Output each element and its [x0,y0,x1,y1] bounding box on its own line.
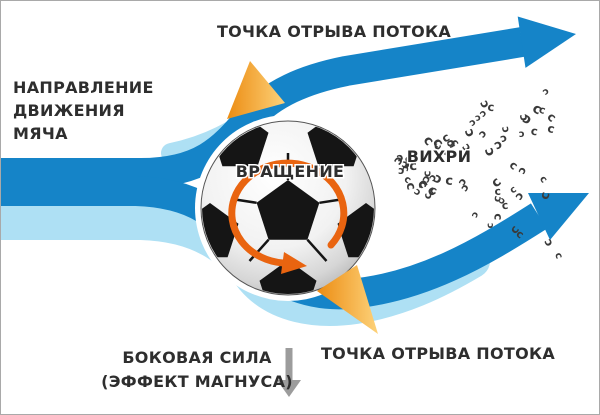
vortex-curl-icon: c [412,186,423,198]
vortex-curl-icon: c [399,165,411,173]
label-ball-direction-line3: МЯЧА [13,124,68,143]
label-flow-separation-top: ТОЧКА ОТРЫВА ПОТОКА [217,22,451,41]
flow-lower-arrowhead [528,193,589,240]
ball-pentagon-center [256,180,320,240]
vortex-curl-icon: c [552,251,564,260]
vortex-curl-icon: c [398,165,405,177]
ball-pentagon [202,203,239,258]
vortex-curl-icon: c [537,104,547,117]
vortex-curl-icon: c [431,141,445,152]
ball-pattern [202,122,374,294]
vortex-curl-icon: c [415,180,430,190]
vortex-curl-icon: c [487,100,495,115]
rotation-arrowhead [281,252,307,274]
vortex-curl-icon: c [422,193,434,200]
vortex-curl-icon: c [428,184,440,197]
vortex-curl-icon: c [442,157,453,163]
vortex-curl-icon: c [498,125,512,133]
vortex-curl-icon: c [537,174,549,186]
vortex-curl-icon: c [476,128,490,142]
vortex-curl-icon: c [421,171,433,177]
vortex-curl-icon: c [518,128,525,139]
label-magnus-force-line1: БОКОВАЯ СИЛА [122,348,272,367]
separation-wedge-bottom [317,265,378,334]
vortex-curl-icon: c [494,185,501,198]
vortex-curl-icon: c [477,108,489,120]
label-flow-separation-bottom: ТОЧКА ОТРЫВА ПОТОКА [321,344,555,363]
vortex-curl-icon: c [444,140,456,147]
vortex-curl-icon: c [461,126,478,139]
rotation-arc [228,159,348,267]
vortex-curl-icon: c [491,213,505,220]
vortex-curl-icon: c [403,152,415,164]
vortex-curl-icon: c [540,237,556,250]
ball-pentagon [259,260,317,294]
label-ball-direction-line1: НАПРАВЛЕНИЕ [13,78,154,97]
magnus-force-arrowhead [277,380,301,397]
vortex-curl-icon: c [445,173,454,189]
vortex-curl-icon: c [497,195,508,207]
vortex-curl-icon: c [409,159,418,174]
vortex-curl-icon: c [499,132,509,146]
vortex-curl-icon: c [485,223,496,229]
soccer-ball [195,115,381,301]
vortex-curl-icon: c [530,124,540,139]
vortex-curl-icon: c [491,195,504,204]
label-ball-direction-line2: ДВИЖЕНИЯ [13,101,125,120]
vortex-curl-icon: c [404,181,420,191]
vortex-curl-icon: c [448,137,461,149]
vortex-curl-icon: c [546,121,556,136]
vortex-curl-icon: c [402,153,414,165]
flow-upper-arrowhead [517,16,576,68]
magnus-force-arrow [277,348,301,397]
vortex-curl-icon: c [401,158,411,173]
vortex-curl-icon: c [508,184,519,197]
label-vortices: ВИХРИ [407,147,472,166]
label-rotation: ВРАЩЕНИЕ [236,162,345,181]
vortex-curl-icon: c [400,158,409,170]
vortex-curl-icon: c [469,210,481,219]
separation-wedge-top [227,61,285,119]
vortex-curl-icon: c [536,190,552,201]
vortex-curl-icon: c [438,148,453,156]
vortex-curl-icon: c [544,110,559,125]
vortex-curl-icon: c [515,113,530,123]
vortex-curl-icon: c [474,112,482,124]
ball-pentagon [337,203,374,258]
label-magnus-force-line2: (ЭФФЕКТ МАГНУСА) [101,372,293,391]
vortex-curl-icon: c [501,199,509,213]
vortex-curl-icon: c [540,86,551,98]
vortex-curl-icon: c [515,165,530,177]
flow-upper-shaft [1,27,525,188]
vortex-curl-icon: c [467,117,478,129]
rotation-arrow [228,159,348,274]
vortex-curl-icon: c [395,151,405,165]
vortex-curl-icon: c [401,174,413,186]
